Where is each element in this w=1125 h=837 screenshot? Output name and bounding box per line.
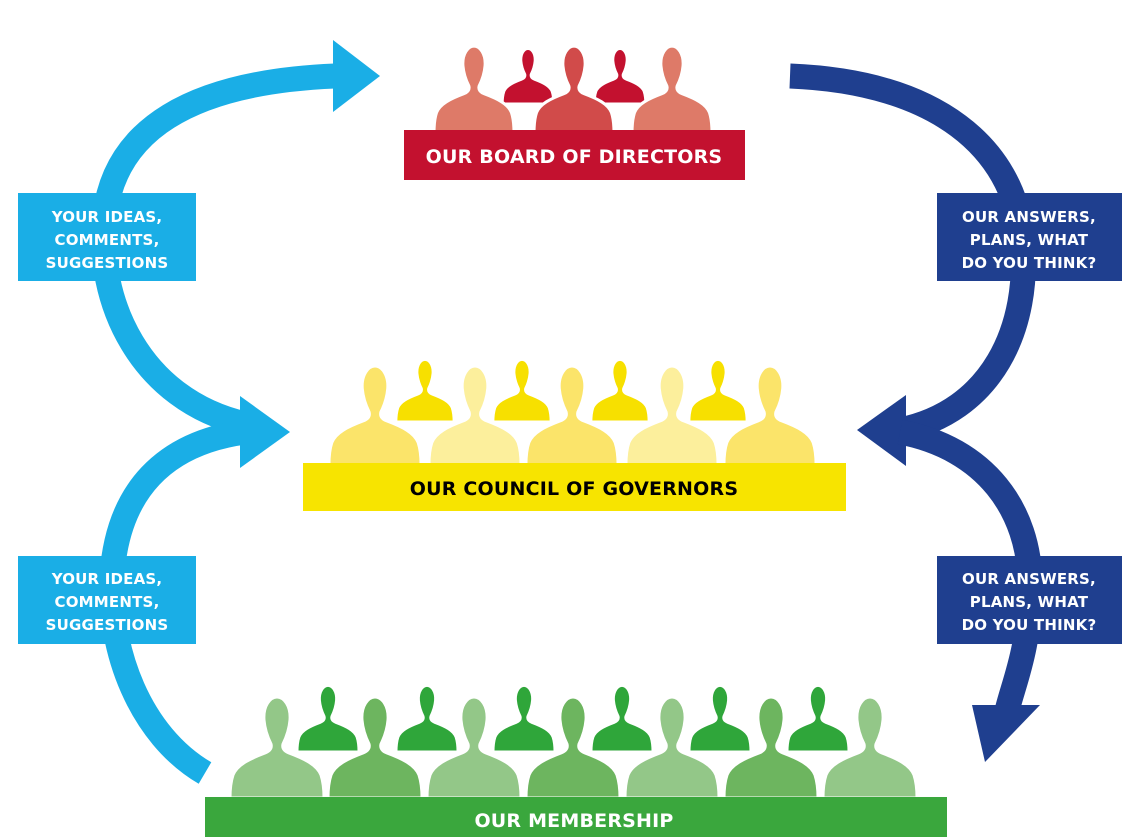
label-box-lower-right: OUR ANSWERS, PLANS, WHAT DO YOU THINK? xyxy=(937,556,1122,644)
label-lower-right-line-1: OUR ANSWERS, xyxy=(962,570,1096,588)
label-lower-right-line-2: PLANS, WHAT xyxy=(970,593,1089,611)
member-person-back-3 xyxy=(491,683,557,754)
label-upper-left-line-1: YOUR IDEAS, xyxy=(51,208,163,226)
label-upper-left-line-2: COMMENTS, xyxy=(55,231,160,249)
membership-label-bar xyxy=(205,797,947,837)
board-people xyxy=(432,44,714,134)
council-label-bar xyxy=(303,463,846,511)
member-person-back-2 xyxy=(394,683,460,754)
member-person-back-5 xyxy=(687,683,753,754)
membership-group: OUR MEMBERSHIP xyxy=(205,683,947,837)
label-lower-left-line-2: COMMENTS, xyxy=(55,593,160,611)
council-person-back-4 xyxy=(687,357,749,424)
council-person-back-3 xyxy=(589,357,651,424)
label-lower-left-line-3: SUGGESTIONS xyxy=(46,616,169,634)
membership-label: OUR MEMBERSHIP xyxy=(474,810,673,832)
label-box-upper-left: YOUR IDEAS, COMMENTS, SUGGESTIONS xyxy=(18,193,196,281)
label-upper-left-line-3: SUGGESTIONS xyxy=(46,254,169,272)
council-people xyxy=(327,357,818,467)
label-box-lower-left: YOUR IDEAS, COMMENTS, SUGGESTIONS xyxy=(18,556,196,644)
label-upper-right-line-1: OUR ANSWERS, xyxy=(962,208,1096,226)
council-person-back-1 xyxy=(394,357,456,424)
label-box-upper-right: OUR ANSWERS, PLANS, WHAT DO YOU THINK? xyxy=(937,193,1122,281)
council-label: OUR COUNCIL OF GOVERNORS xyxy=(410,478,738,500)
label-lower-left-line-1: YOUR IDEAS, xyxy=(51,570,163,588)
label-lower-right-line-3: DO YOU THINK? xyxy=(962,616,1097,634)
board-of-directors-group: OUR BOARD OF DIRECTORS xyxy=(404,44,745,180)
board-person-back-2 xyxy=(592,46,648,106)
council-person-back-2 xyxy=(491,357,553,424)
member-person-back-1 xyxy=(295,683,361,754)
member-person-back-6 xyxy=(785,683,851,754)
board-person-back-1 xyxy=(500,46,556,106)
board-label-bar xyxy=(404,130,745,180)
council-of-governors-group: OUR COUNCIL OF GOVERNORS xyxy=(303,357,846,511)
label-upper-right-line-3: DO YOU THINK? xyxy=(962,254,1097,272)
board-person-front-1 xyxy=(432,44,516,134)
label-upper-right-line-2: PLANS, WHAT xyxy=(970,231,1089,249)
member-person-back-4 xyxy=(589,683,655,754)
membership-people xyxy=(228,683,919,800)
board-label: OUR BOARD OF DIRECTORS xyxy=(426,146,723,168)
